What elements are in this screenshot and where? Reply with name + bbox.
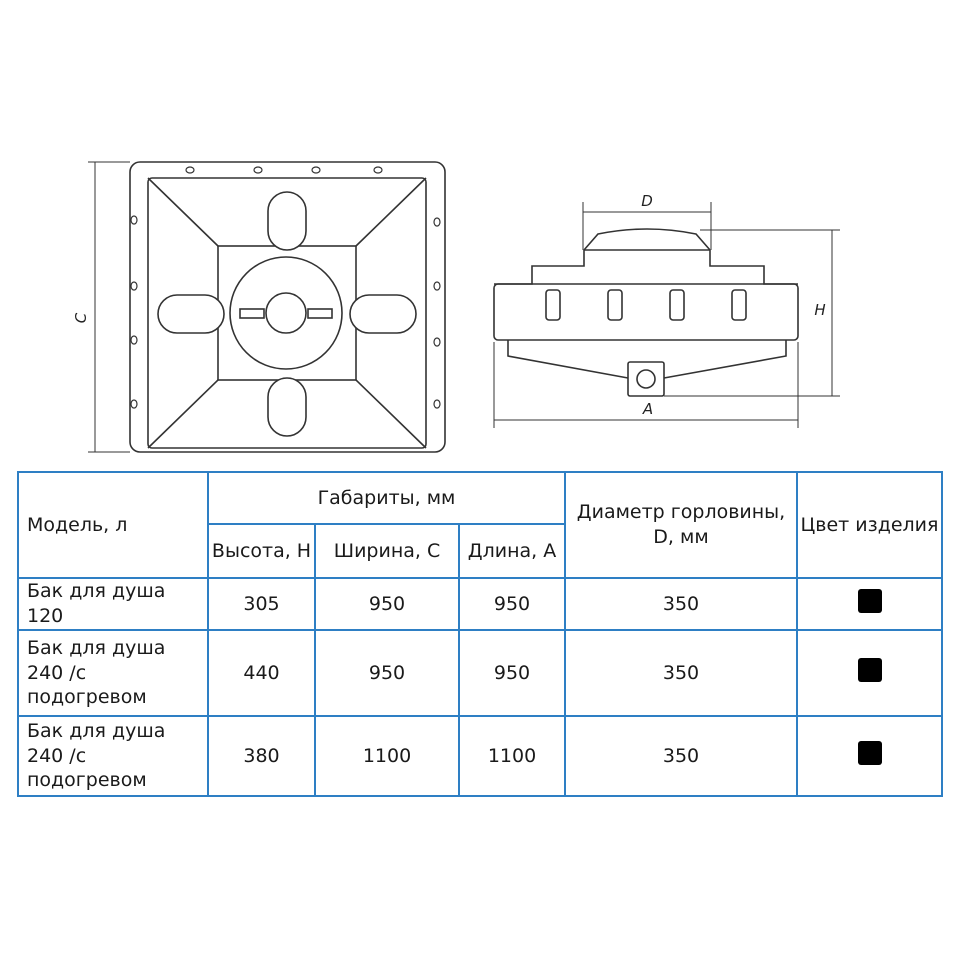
cell-color [796,629,943,717]
neck-slot-right [307,308,333,319]
tank-bottom [507,340,787,379]
rim-hole [130,399,138,409]
cross-arm-left [157,294,225,334]
outlet-fitting [627,361,665,397]
neck-inner-circle [265,292,307,334]
dim-label-c: C [72,312,90,323]
cell-model: Бак для душа 120 [17,577,209,631]
header-width: Ширина, C [314,523,460,579]
color-swatch [857,588,882,613]
table-subheader-row: Высота, H Ширина, C Длина, A [18,523,942,579]
tank-shoulder [494,250,798,285]
tank-body [493,283,799,341]
cross-arm-bottom [267,377,307,437]
outlet-hole [636,369,656,389]
rim-hole [253,166,263,174]
diagonal-tl [147,177,219,247]
dim-label-h: H [814,301,825,319]
cell-neck-diameter: 350 [564,715,798,797]
header-model: Модель, л [17,471,209,579]
side-rib [545,289,561,321]
neck-outer-circle [229,256,343,370]
table-header-row: Модель, л Габариты, мм Диаметр горловины… [17,471,943,579]
outer-frame [129,161,446,453]
table-row: Бак для душа 120 305 950 950 350 [17,577,943,631]
diagonal-br [355,379,427,449]
diagonal-bl [147,379,219,449]
rim-hole [311,166,321,174]
rim-hole [130,281,138,291]
rim-holes [130,166,441,409]
side-rib [731,289,747,321]
cell-model: Бак для душа 240 /с подогревом [17,629,209,717]
rim-hole [130,215,138,225]
header-neck-diameter: Диаметр горловины, D, мм [564,471,798,579]
cell-length: 1100 [458,715,566,797]
color-swatch [857,740,882,765]
lid-dome [583,228,711,251]
tank-technical-drawing: C D H A [72,161,840,453]
rim-hole [433,217,441,227]
dim-label-a: A [642,400,653,418]
cross-arm-top [267,191,307,251]
cell-color [796,715,943,797]
rim-hole [433,281,441,291]
table-row: Бак для душа 240 /с подогревом 380 1100 … [17,715,943,797]
cross-arm-right [349,294,417,334]
header-length: Длина, A [458,523,566,579]
rim-hole [185,166,195,174]
cell-model: Бак для душа 240 /с подогревом [17,715,209,797]
cell-width: 950 [314,577,460,631]
cell-color [796,577,943,631]
cell-height: 305 [207,577,316,631]
side-rib [607,289,623,321]
tank-side-view [493,202,840,428]
side-rib [669,289,685,321]
rim-hole [433,337,441,347]
dim-label-d: D [641,192,653,210]
color-swatch [857,657,882,682]
neck-slot-left [239,308,265,319]
tank-top-view [88,161,446,453]
cell-neck-diameter: 350 [564,629,798,717]
inner-frame [147,177,427,449]
cell-length: 950 [458,629,566,717]
header-dimensions-group: Габариты, мм [207,471,566,525]
rim-hole [373,166,383,174]
table-row: Бак для душа 240 /с подогревом 440 950 9… [17,629,943,717]
header-height: Высота, H [207,523,316,579]
cell-neck-diameter: 350 [564,577,798,631]
cell-length: 950 [458,577,566,631]
rim-hole [433,399,441,409]
header-color: Цвет изделия [796,471,943,579]
specs-table: Модель, л Габариты, мм Диаметр горловины… [17,471,943,797]
cell-height: 440 [207,629,316,717]
cell-width: 950 [314,629,460,717]
cell-height: 380 [207,715,316,797]
rim-hole [130,335,138,345]
cell-width: 1100 [314,715,460,797]
diagonal-tr [355,177,427,247]
